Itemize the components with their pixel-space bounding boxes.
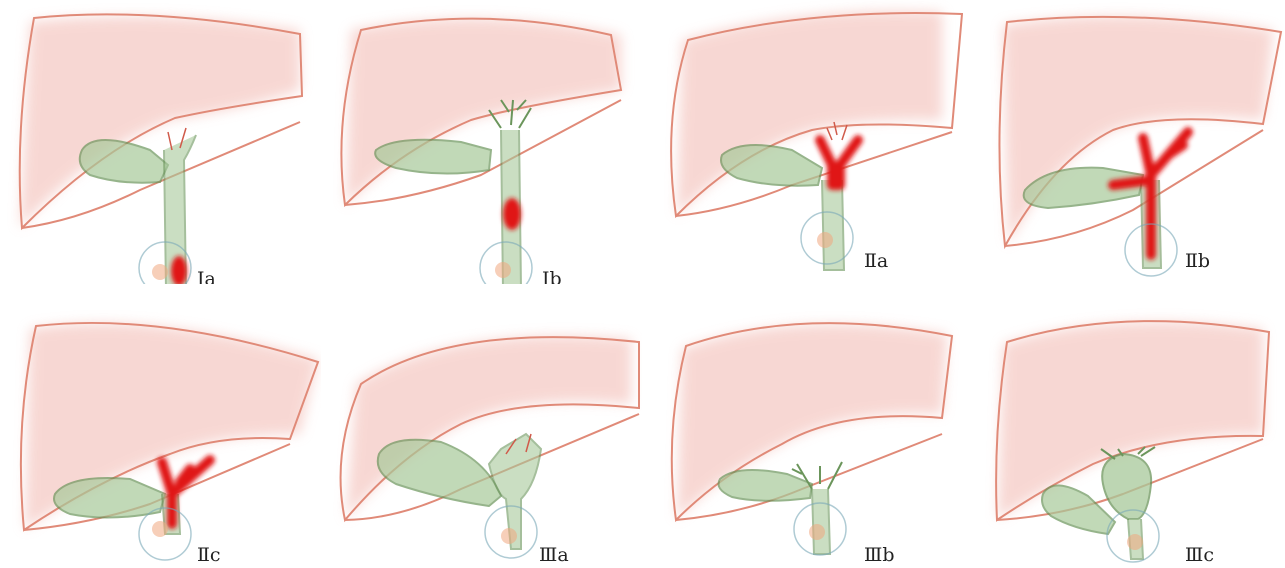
- panel-label: Ⅰb: [542, 270, 562, 284]
- panel-label: Ⅲa: [539, 546, 569, 565]
- tumor: [162, 460, 210, 524]
- panel-label: Ⅱa: [864, 252, 888, 271]
- common-bile-duct: [822, 180, 844, 270]
- liver-fill: [20, 17, 300, 228]
- liver-fill: [346, 19, 621, 205]
- panel-2c: Ⅱc: [0, 284, 321, 568]
- panel-1b: Ⅰb: [321, 0, 642, 284]
- panel-label: Ⅰa: [197, 270, 216, 284]
- panel-2c-illustration: [0, 284, 321, 568]
- panel-2b-illustration: [963, 0, 1284, 284]
- tumor: [503, 198, 521, 230]
- panel-1a-illustration: [0, 0, 321, 284]
- panel-1a: Ⅰa: [0, 0, 321, 284]
- gallbladder: [80, 140, 168, 183]
- gallbladder: [375, 140, 491, 174]
- panel-3a-illustration: [321, 284, 642, 568]
- panel-3c-illustration: [963, 284, 1284, 568]
- panel-3b-illustration: [642, 284, 963, 568]
- panel-3a: Ⅲa: [321, 284, 642, 568]
- panel-2a-illustration: [642, 0, 963, 284]
- panel-label: Ⅱc: [197, 546, 221, 565]
- tumor: [820, 140, 858, 185]
- panel-label: Ⅲb: [864, 546, 895, 565]
- gallbladder-small: [719, 470, 813, 501]
- panel-3b: Ⅲb: [642, 284, 963, 568]
- gallbladder: [1042, 485, 1115, 534]
- panel-label: Ⅱb: [1185, 252, 1210, 271]
- panel-label: Ⅲc: [1185, 546, 1214, 565]
- panel-3c: Ⅲc: [963, 284, 1284, 568]
- liver-fill: [1003, 16, 1273, 245]
- choledochal-cyst: [1102, 454, 1151, 519]
- gallbladder: [721, 145, 822, 186]
- panel-1b-illustration: [321, 0, 642, 284]
- gallbladder: [54, 478, 165, 518]
- panel-2a: Ⅱa: [642, 0, 963, 284]
- gallbladder-enlarged: [378, 440, 501, 506]
- panel-2b: Ⅱb: [963, 0, 1284, 284]
- common-bile-duct: [812, 489, 830, 554]
